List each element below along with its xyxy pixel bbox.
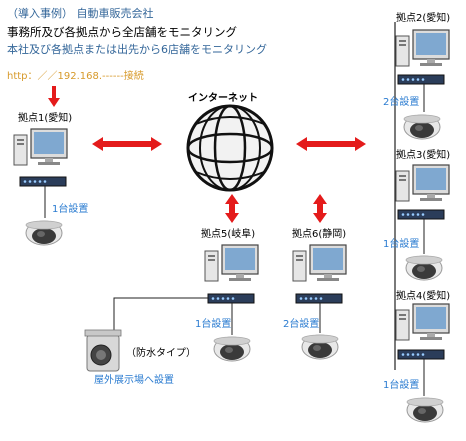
connection-url: http：／／192.168.------接続 xyxy=(7,71,144,82)
arrow-url-down xyxy=(48,86,60,107)
site1-count: 1台設置 xyxy=(52,204,89,215)
site4-equipment xyxy=(395,303,450,423)
site5-label: 拠点5(岐阜) xyxy=(201,229,256,240)
site2-equipment xyxy=(395,29,450,140)
internet-globe-icon xyxy=(186,104,274,192)
site3-equipment xyxy=(395,164,450,281)
outdoor-camera-icon xyxy=(84,329,122,372)
site6-equipment xyxy=(292,244,347,360)
arrow-internet-site5 xyxy=(225,194,239,223)
arrow-internet-right xyxy=(296,137,366,151)
outdoor-location-label: 屋外展示場へ設置 xyxy=(94,375,174,386)
headline-line1: 事務所及び各拠点から全店舗をモニタリング xyxy=(7,25,237,39)
waterproof-type-label: （防水タイプ） xyxy=(126,348,196,359)
site6-count: 2台設置 xyxy=(283,319,320,330)
site2-label: 拠点2(愛知) xyxy=(396,13,451,24)
arrow-internet-site6 xyxy=(313,194,327,223)
headline-line2: 本社及び各拠点または出先から6店舗をモニタリング xyxy=(7,43,267,56)
site1-equipment xyxy=(13,128,68,246)
case-label: （導入事例） 自動車販売会社 xyxy=(7,7,154,20)
site6-label: 拠点6(静岡) xyxy=(292,229,347,240)
site2-count: 2台設置 xyxy=(383,97,420,108)
site3-count: 1台設置 xyxy=(383,239,420,250)
site4-label: 拠点4(愛知) xyxy=(396,291,451,302)
site1-label: 拠点1(愛知) xyxy=(18,113,73,124)
site4-count: 1台設置 xyxy=(383,380,420,391)
site5-count: 1台設置 xyxy=(195,319,232,330)
arrow-site1-internet xyxy=(92,137,162,151)
internet-label: インターネット xyxy=(188,93,258,104)
site3-label: 拠点3(愛知) xyxy=(396,150,451,161)
site5-equipment xyxy=(113,244,259,362)
